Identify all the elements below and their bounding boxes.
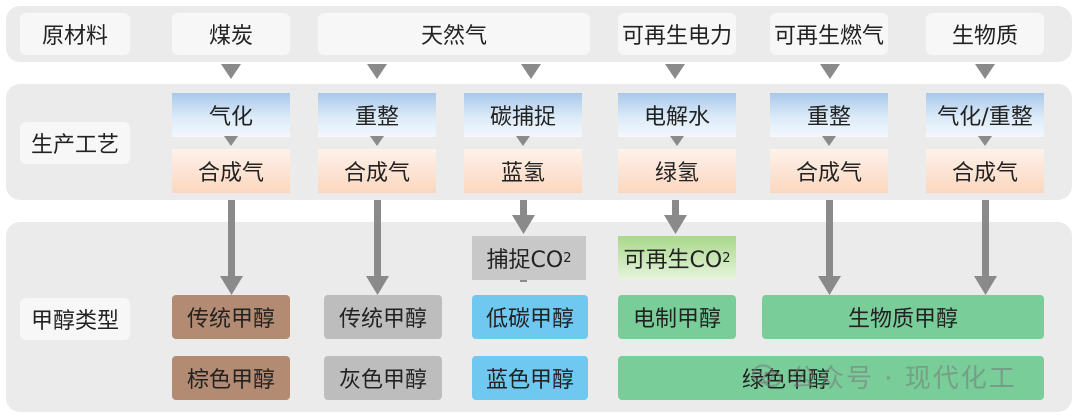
process-reforming-gas: 重整 xyxy=(318,93,436,137)
methanol-biomass: 生物质甲醇 xyxy=(762,295,1044,339)
arrow-raw-power xyxy=(665,64,685,79)
product-syngas-3: 合成气 xyxy=(770,149,888,193)
process-electrolysis: 电解水 xyxy=(618,93,736,137)
process-gasification: 气化 xyxy=(172,93,290,137)
product-syngas-4: 合成气 xyxy=(926,149,1044,193)
arrow-raw-renewable-gas xyxy=(820,64,840,79)
row-label-methanol-type: 甲醇类型 xyxy=(20,298,130,340)
arrow-proc-3 xyxy=(516,136,530,146)
arrow-proc-6 xyxy=(978,136,992,146)
arrow-raw-gas-2 xyxy=(521,64,541,79)
class-green-methanol: 绿色甲醇 xyxy=(618,356,1044,400)
arrow-proc-5 xyxy=(822,136,836,146)
class-blue-methanol: 蓝色甲醇 xyxy=(472,356,588,400)
raw-renewable-power: 可再生电力 xyxy=(618,13,736,55)
methanol-electro: 电制甲醇 xyxy=(618,295,736,339)
arrow-raw-coal xyxy=(221,64,241,79)
co2-subscript-green: 2 xyxy=(722,250,731,266)
raw-coal: 煤炭 xyxy=(172,13,290,55)
raw-renewable-gas: 可再生燃气 xyxy=(770,13,888,55)
arrow-green-h2-co2 xyxy=(664,215,687,234)
row-label-raw-material: 原材料 xyxy=(20,13,130,55)
raw-biomass: 生物质 xyxy=(926,13,1044,55)
product-blue-hydrogen: 蓝氢 xyxy=(464,149,582,193)
methanol-low-carbon: 低碳甲醇 xyxy=(472,295,588,339)
methanol-traditional-coal: 传统甲醇 xyxy=(172,295,290,339)
arrow-raw-biomass xyxy=(975,64,995,79)
arrow-renewable-methanol xyxy=(818,276,841,295)
arrow-biomass-methanol xyxy=(974,276,997,295)
product-syngas-1: 合成气 xyxy=(172,149,290,193)
arrow-proc-4 xyxy=(670,136,684,146)
product-syngas-2: 合成气 xyxy=(318,149,436,193)
methanol-traditional-gas: 传统甲醇 xyxy=(324,295,442,339)
arrow-proc-1 xyxy=(224,136,238,146)
class-brown-methanol: 棕色甲醇 xyxy=(172,356,290,400)
row-label-process: 生产工艺 xyxy=(20,122,130,164)
raw-natural-gas: 天然气 xyxy=(318,13,590,55)
process-gasification-reforming: 气化/重整 xyxy=(926,93,1044,137)
process-reforming-renewable: 重整 xyxy=(770,93,888,137)
arrow-blue-h2-co2 xyxy=(512,215,535,234)
arrow-coal-methanol xyxy=(220,276,243,295)
arrow-raw-gas-1 xyxy=(367,64,387,79)
renewable-co2-label: 可再生CO xyxy=(623,248,723,273)
class-grey-methanol: 灰色甲醇 xyxy=(324,356,442,400)
product-green-hydrogen: 绿氢 xyxy=(618,149,736,193)
captured-co2-label: 捕捉CO xyxy=(486,248,564,273)
arrow-proc-2 xyxy=(370,136,384,146)
co2-subscript: 2 xyxy=(563,250,572,266)
arrow-gas-methanol xyxy=(366,276,389,295)
process-carbon-capture: 碳捕捉 xyxy=(464,93,582,137)
